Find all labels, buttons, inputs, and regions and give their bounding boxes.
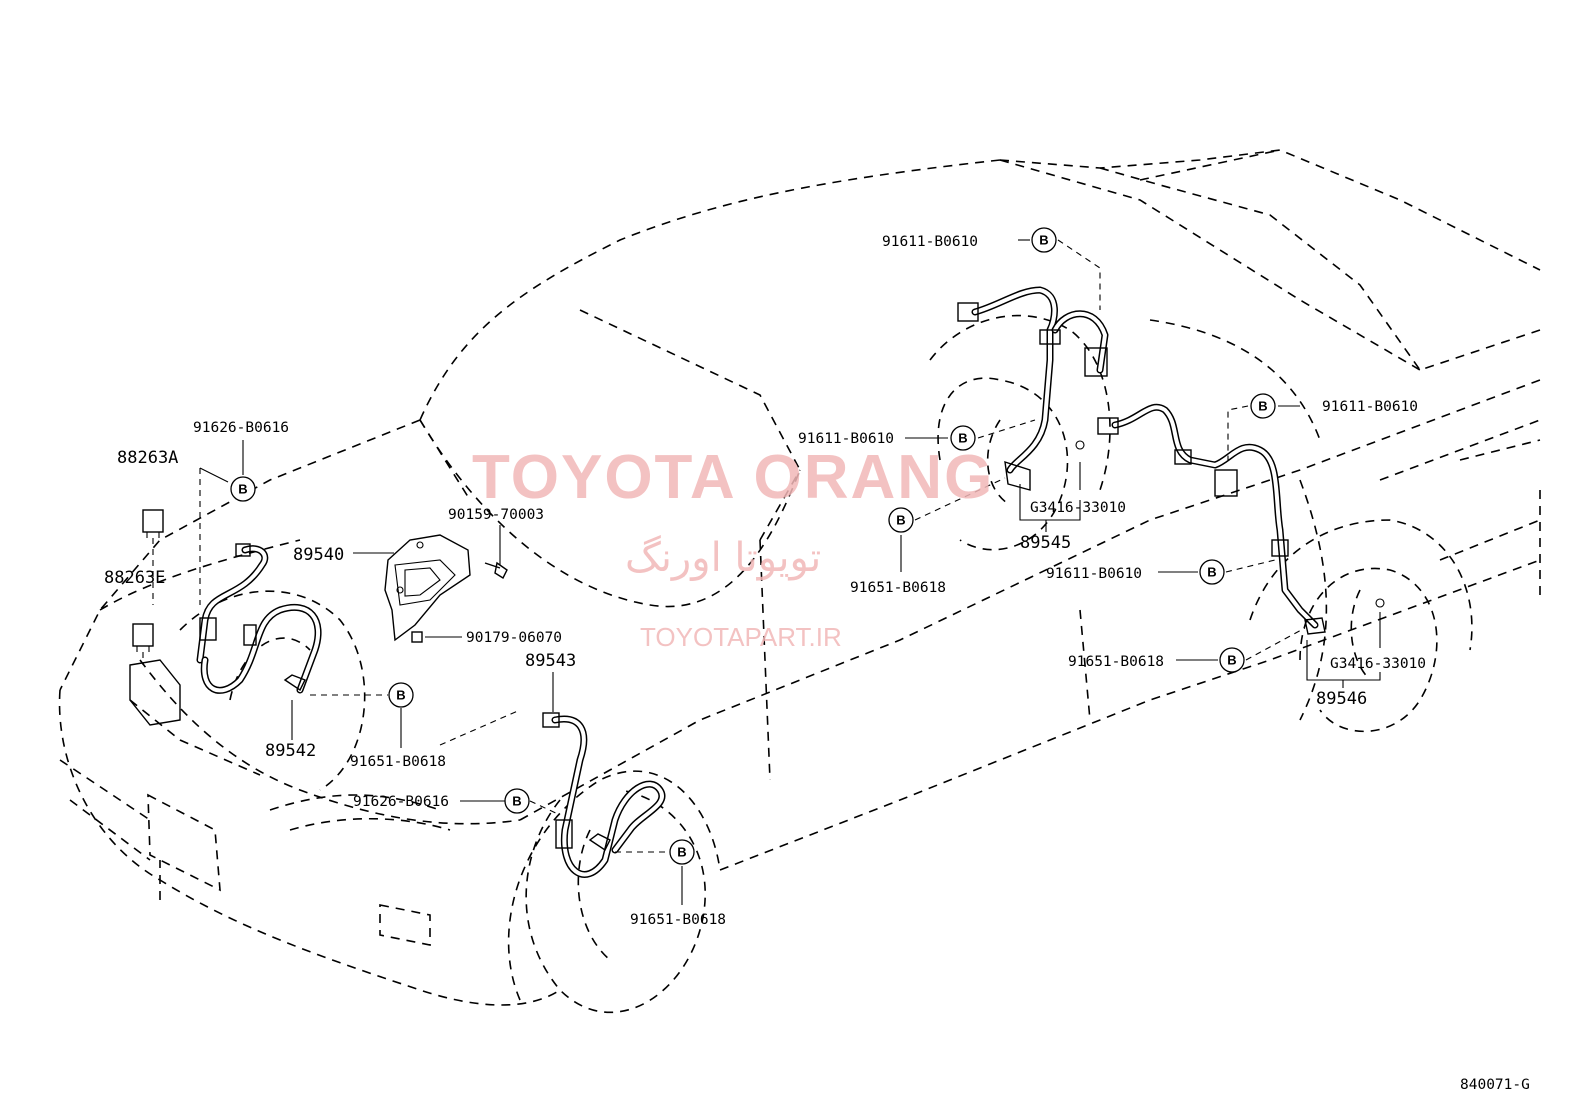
relay-box — [129, 659, 181, 726]
label-90179: 90179-06070 — [466, 630, 562, 646]
label-91611-center: 91611-B0610 — [798, 431, 894, 447]
part-labels: 88263A 88263E 91626-B0616 89540 90159-70… — [104, 234, 1530, 1093]
badge-b-91611-top: B — [1031, 227, 1057, 253]
watermark-brand-persian: تویوتا اورنگ — [625, 535, 822, 581]
label-91611-right-mid: 91611-B0610 — [1046, 566, 1142, 582]
watermark-site: TOYOTAPART.IR — [640, 622, 842, 652]
fastener-badges: B B B B B B B B B B — [230, 227, 1276, 865]
badge-b-91611-center: B — [950, 425, 976, 451]
label-88263e: 88263E — [104, 568, 165, 588]
badge-b-91651-right: B — [1219, 647, 1245, 673]
label-89540: 89540 — [293, 545, 344, 565]
figure-code: 840071-G — [1460, 1077, 1530, 1093]
badge-b-91626-mid: B — [504, 788, 530, 814]
relay-88263a — [142, 509, 164, 538]
abs-ecu-bracket — [384, 534, 471, 642]
label-91626-mid: 91626-B0616 — [353, 794, 449, 810]
label-90159: 90159-70003 — [448, 507, 544, 523]
label-91651-right: 91651-B0618 — [1068, 654, 1164, 670]
svg-text:B: B — [1227, 653, 1236, 668]
badge-b-91611-right-mid: B — [1199, 559, 1225, 585]
front-left-sensor-cable — [196, 543, 322, 694]
nut-90179 — [411, 631, 423, 643]
label-g3416-right: G3416-33010 — [1330, 656, 1426, 672]
label-91611-right-top: 91611-B0610 — [1322, 399, 1418, 415]
svg-text:B: B — [396, 688, 405, 703]
label-91651-center: 91651-B0618 — [850, 580, 946, 596]
svg-text:B: B — [1039, 233, 1048, 248]
svg-text:B: B — [238, 482, 247, 497]
front-right-sensor-cable — [542, 712, 666, 878]
label-91626-top: 91626-B0616 — [193, 420, 289, 436]
badge-b-91651-center: B — [888, 507, 914, 533]
badge-b-91626-top: B — [230, 476, 256, 502]
label-g3416-center: G3416-33010 — [1030, 500, 1126, 516]
leader-lines — [199, 239, 1385, 905]
label-91651-left: 91651-B0618 — [350, 754, 446, 770]
car-body-outline — [58, 149, 1541, 1014]
rear-left-sensor-cable — [957, 286, 1109, 491]
bolt-90159 — [484, 561, 508, 580]
badge-b-91651-left: B — [388, 682, 414, 708]
label-88263a: 88263A — [117, 448, 178, 468]
label-89545: 89545 — [1020, 533, 1071, 553]
label-89546: 89546 — [1316, 689, 1367, 709]
svg-text:B: B — [677, 845, 686, 860]
svg-text:B: B — [958, 431, 967, 446]
svg-text:B: B — [1258, 399, 1267, 414]
svg-text:B: B — [512, 794, 521, 809]
label-89543: 89543 — [525, 651, 576, 671]
label-91611-top: 91611-B0610 — [882, 234, 978, 250]
relay-88263e — [132, 623, 154, 652]
svg-text:B: B — [1207, 565, 1216, 580]
rear-right-sensor-cable — [1097, 403, 1326, 635]
watermark-brand: TOYOTA ORANG — [472, 443, 995, 512]
label-89542: 89542 — [265, 741, 316, 761]
badge-b-91651-front: B — [669, 839, 695, 865]
svg-text:B: B — [896, 513, 905, 528]
badge-b-91611-right-top: B — [1250, 393, 1276, 419]
label-91651-front: 91651-B0618 — [630, 912, 726, 928]
